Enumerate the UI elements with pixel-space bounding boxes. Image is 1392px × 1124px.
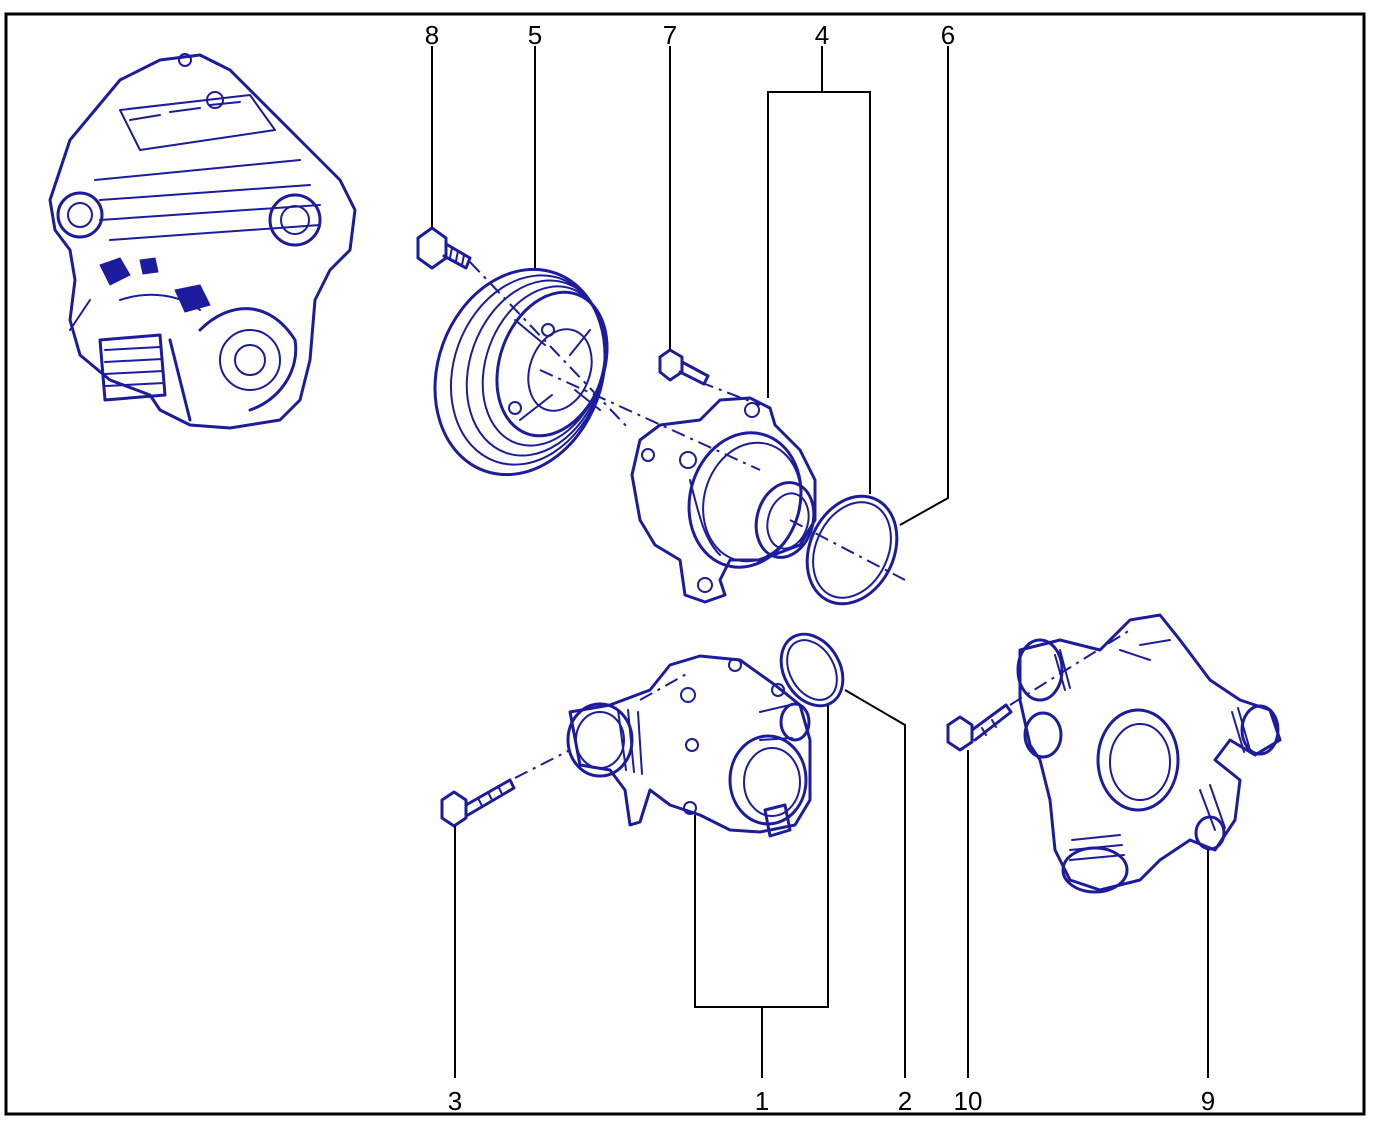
assembly-axis-right bbox=[1009, 629, 1131, 706]
leader-4b bbox=[822, 91, 871, 494]
water-pump-part-4 bbox=[630, 396, 817, 604]
callout-1: 1 bbox=[755, 1086, 769, 1116]
assembly-axis-lower bbox=[514, 671, 691, 779]
callout-6: 6 bbox=[941, 20, 955, 50]
callout-labels: 8 5 7 4 6 3 1 2 10 9 bbox=[425, 20, 1215, 1116]
leader-4 bbox=[767, 46, 823, 398]
pulley-bolt-part-8 bbox=[416, 226, 472, 270]
crankshaft-pulley-part-5 bbox=[433, 267, 609, 477]
callout-9: 9 bbox=[1201, 1086, 1215, 1116]
callout-4: 4 bbox=[815, 20, 829, 50]
callout-10: 10 bbox=[954, 1086, 983, 1116]
thermostat-housing-part-1 bbox=[566, 654, 812, 838]
diagram-border bbox=[4, 12, 1366, 1116]
thermostat-gasket-part-2 bbox=[779, 632, 845, 708]
leader-2 bbox=[844, 689, 906, 1078]
thermostat-bolt-part-3 bbox=[440, 778, 516, 828]
coolant-outlet-housing-part-9 bbox=[1016, 613, 1282, 894]
callout-3: 3 bbox=[448, 1086, 462, 1116]
leader-1b bbox=[762, 705, 829, 1008]
callout-5: 5 bbox=[528, 20, 542, 50]
coolant-housing-bolt-part-10 bbox=[946, 703, 1013, 752]
leader-6 bbox=[899, 46, 949, 526]
leader-1 bbox=[694, 815, 763, 1078]
callout-2: 2 bbox=[898, 1086, 912, 1116]
water-pump-bolt-part-7 bbox=[658, 348, 710, 386]
leader-lines bbox=[431, 46, 1209, 1078]
water-pump-o-ring-part-6 bbox=[805, 494, 899, 606]
callout-7: 7 bbox=[663, 20, 677, 50]
engine-overview-illustration bbox=[48, 53, 357, 430]
assembly-axis-upper bbox=[469, 261, 906, 581]
callout-8: 8 bbox=[425, 20, 439, 50]
